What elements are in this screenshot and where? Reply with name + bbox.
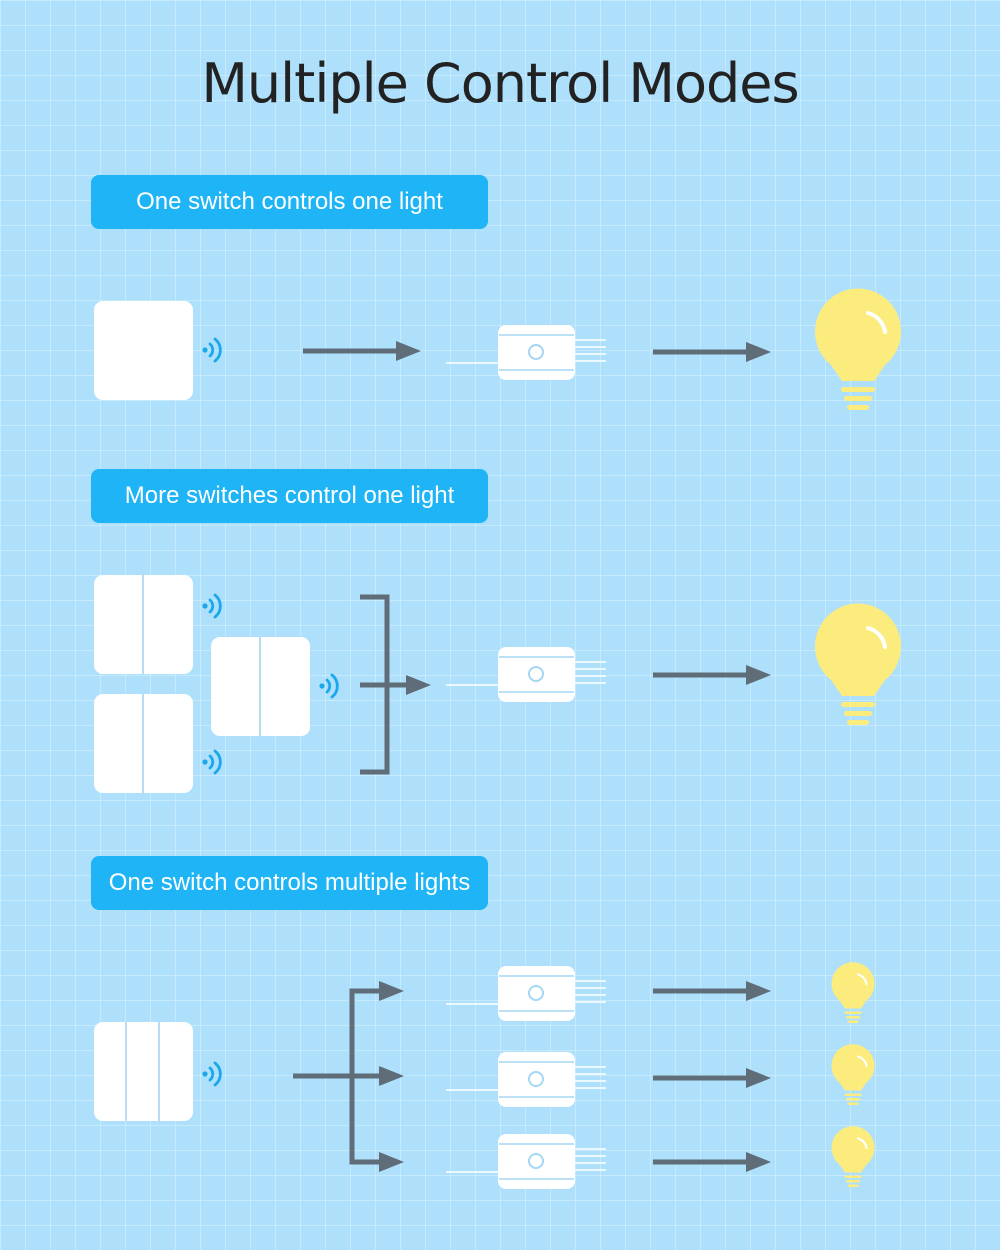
arrow-icon	[653, 981, 771, 1001]
wall-switch-icon	[211, 637, 310, 736]
merge-bracket	[360, 594, 431, 775]
relay-module-icon	[445, 965, 607, 1022]
light-bulb-icon	[813, 286, 903, 412]
wireless-signal-icon	[317, 673, 339, 699]
arrow-icon	[303, 341, 421, 361]
section-label-one-to-many: One switch controls multiple lights	[91, 856, 488, 910]
light-bulb-icon	[830, 1125, 876, 1188]
wireless-signal-icon	[200, 1061, 222, 1087]
wall-switch-icon	[94, 301, 193, 400]
section-label-many-to-one: More switches control one light	[91, 469, 488, 523]
wall-switch-icon	[94, 694, 193, 793]
page-title: Multiple Control Modes	[201, 52, 799, 115]
light-bulb-icon	[830, 961, 876, 1024]
arrow-icon	[653, 342, 771, 362]
relay-module-icon	[445, 1133, 607, 1190]
arrow-icon	[653, 665, 771, 685]
wall-switch-icon	[94, 1022, 193, 1121]
wireless-signal-icon	[200, 337, 222, 363]
relay-module-icon	[445, 1051, 607, 1108]
relay-module-icon	[445, 324, 607, 381]
arrow-icon	[653, 1152, 771, 1172]
light-bulb-icon	[830, 1043, 876, 1106]
light-bulb-icon	[813, 601, 903, 727]
wireless-signal-icon	[200, 593, 222, 619]
wireless-signal-icon	[200, 749, 222, 775]
arrow-icon	[653, 1068, 771, 1088]
split-bracket	[293, 981, 404, 1172]
relay-module-icon	[445, 646, 607, 703]
section-label-one-to-one: One switch controls one light	[91, 175, 488, 229]
wall-switch-icon	[94, 575, 193, 674]
